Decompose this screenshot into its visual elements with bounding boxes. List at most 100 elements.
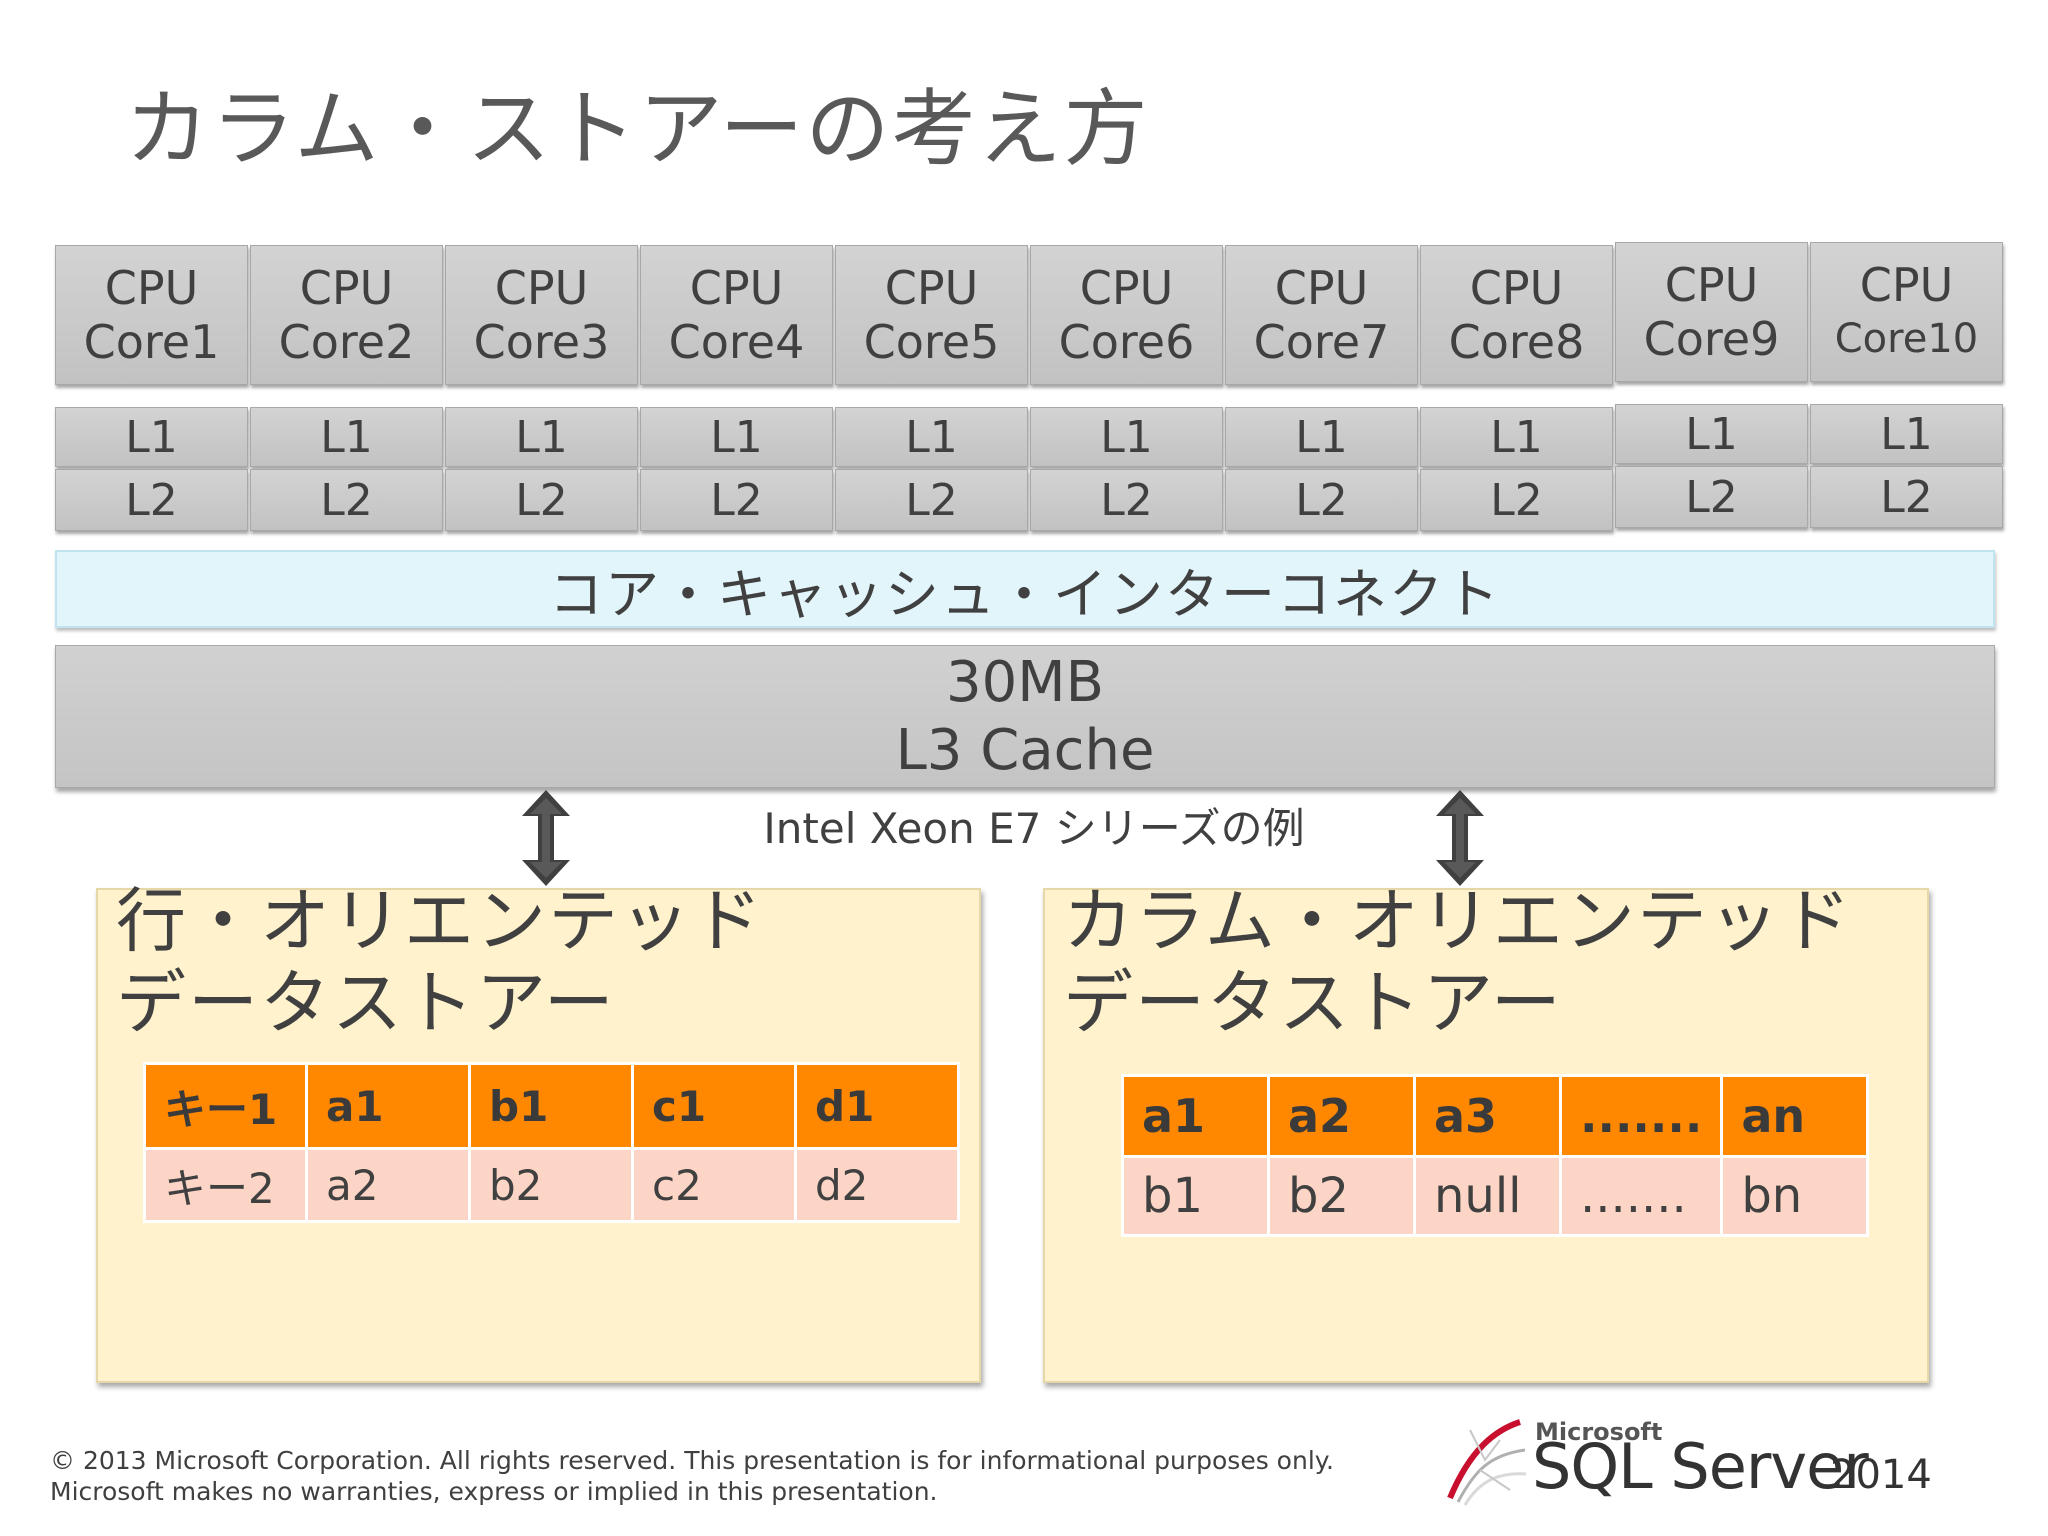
table-cell: b1 — [1124, 1158, 1267, 1234]
cpu-core-line1: CPU — [1079, 261, 1174, 315]
sql-server-logo: Microsoft SQL Server 2014 — [1440, 1410, 1932, 1510]
l2-cache-9: L2 — [1615, 466, 1808, 528]
table-header-cell: b1 — [471, 1065, 631, 1147]
cpu-core-line2: Core1 — [83, 315, 220, 369]
core-cache-interconnect: コア・キャッシュ・インターコネクト — [55, 550, 1995, 628]
cpu-core-line1: CPU — [1664, 258, 1759, 312]
l2-cache-10: L2 — [1810, 466, 2003, 528]
table-cell: a2 — [308, 1150, 468, 1220]
column-store-title-line1: カラム・オリエンテッド — [1063, 880, 1853, 962]
double-arrow-icon — [522, 790, 570, 886]
l2-cache-5: L2 — [835, 469, 1028, 531]
page-title: カラム・ストアーの考え方 — [125, 80, 1150, 178]
cpu-core-line2: Core3 — [473, 315, 610, 369]
row-store-title-line1: 行・オリエンテッド — [116, 880, 764, 962]
l1-cache-5: L1 — [835, 407, 1028, 467]
double-arrow-icon — [1436, 790, 1484, 886]
l2-cache-1: L2 — [55, 469, 248, 531]
l1-cache-2: L1 — [250, 407, 443, 467]
sql-server-logo-icon — [1447, 1419, 1527, 1506]
cpu-core-line2: Core8 — [1448, 315, 1585, 369]
logo-year: 2014 — [1830, 1452, 1932, 1498]
cpu-core-line1: CPU — [884, 261, 979, 315]
l3-size-label: 30MB — [946, 649, 1104, 715]
l1-cache-8: L1 — [1420, 407, 1613, 467]
cpu-core-line2: Core10 — [1834, 316, 1979, 362]
interconnect-label: コア・キャッシュ・インターコネクト — [549, 562, 1501, 626]
table-header-cell: a2 — [1270, 1077, 1413, 1155]
table-cell: d2 — [797, 1150, 957, 1220]
row-store-title-line2: データストアー — [116, 962, 616, 1044]
l2-cache-8: L2 — [1420, 469, 1613, 531]
cpu-core-line2: Core6 — [1058, 315, 1195, 369]
l1-cache-6: L1 — [1030, 407, 1223, 467]
row-store-title: 行・オリエンテッド データストアー — [116, 880, 764, 1044]
l3-cache-block: 30MB L3 Cache — [55, 645, 1995, 788]
l2-cache-3: L2 — [445, 469, 638, 531]
copyright-footer: © 2013 Microsoft Corporation. All rights… — [50, 1445, 1334, 1507]
l1-cache-7: L1 — [1225, 407, 1418, 467]
table-header-cell: c1 — [634, 1065, 794, 1147]
cpu-core-line1: CPU — [1469, 261, 1564, 315]
l1-cache-1: L1 — [55, 407, 248, 467]
table-cell: bn — [1723, 1158, 1867, 1234]
table-cell: キー2 — [146, 1150, 305, 1220]
column-store-title-line2: データストアー — [1063, 962, 1563, 1044]
cpu-core-line1: CPU — [689, 261, 784, 315]
table-header-cell: a3 — [1416, 1077, 1559, 1155]
cpu-core-line1: CPU — [1859, 258, 1954, 312]
cpu-core-line2: Core4 — [668, 315, 805, 369]
l2-cache-4: L2 — [640, 469, 833, 531]
cpu-core-line1: CPU — [104, 261, 199, 315]
l1-cache-3: L1 — [445, 407, 638, 467]
cpu-core-line1: CPU — [494, 261, 589, 315]
table-cell: c2 — [634, 1150, 794, 1220]
l1-cache-4: L1 — [640, 407, 833, 467]
diagram-caption: Intel Xeon E7 シリーズの例 — [763, 804, 1305, 853]
l1-cache-10: L1 — [1810, 404, 2003, 464]
l2-cache-7: L2 — [1225, 469, 1418, 531]
table-header-cell: ....... — [1562, 1077, 1721, 1155]
footer-line1: © 2013 Microsoft Corporation. All rights… — [50, 1446, 1334, 1475]
cpu-core-line2: Core9 — [1643, 312, 1780, 366]
table-header-cell: キー1 — [146, 1065, 305, 1147]
cpu-core-line2: Core7 — [1253, 315, 1390, 369]
column-store-title: カラム・オリエンテッド データストアー — [1063, 880, 1853, 1044]
cpu-core-line1: CPU — [299, 261, 394, 315]
l3-cache-label: L3 Cache — [895, 717, 1155, 783]
table-cell: b2 — [471, 1150, 631, 1220]
table-cell: b2 — [1270, 1158, 1413, 1234]
cpu-core-line1: CPU — [1274, 261, 1369, 315]
table-header-cell: a1 — [308, 1065, 468, 1147]
l2-cache-6: L2 — [1030, 469, 1223, 531]
cpu-core-line2: Core2 — [278, 315, 415, 369]
table-header-cell: d1 — [797, 1065, 957, 1147]
table-header-cell: a1 — [1124, 1077, 1267, 1155]
table-header-cell: an — [1723, 1077, 1867, 1155]
l1-cache-9: L1 — [1615, 404, 1808, 464]
logo-product: SQL Server — [1532, 1430, 1869, 1503]
logo-maker: Microsoft — [1535, 1418, 1663, 1446]
footer-line2: Microsoft makes no warranties, express o… — [50, 1477, 938, 1506]
table-cell: ....... — [1562, 1158, 1721, 1234]
cpu-core-line2: Core5 — [863, 315, 1000, 369]
table-cell: null — [1416, 1158, 1559, 1234]
